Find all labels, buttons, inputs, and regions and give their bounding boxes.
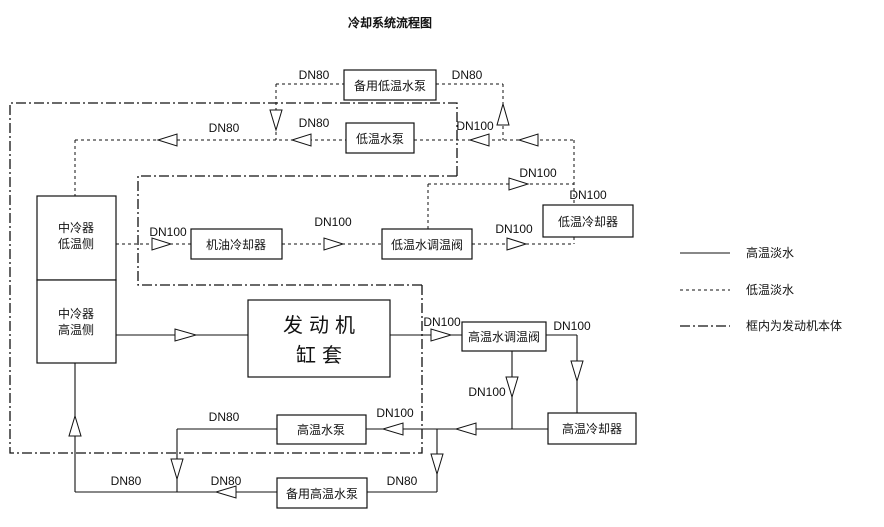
svg-text:中冷器: 中冷器 [58,306,94,321]
pipe-label-dn80: DN80 [211,474,242,488]
svg-text:高温水泵: 高温水泵 [297,422,345,437]
pipe-label-dn100: DN100 [314,215,352,229]
svg-text:缸套: 缸套 [296,343,348,367]
engine-boundary-inner [137,175,457,286]
flow-arrow [454,422,477,436]
intercooler-lt-side: 中冷器 低温侧 [36,195,117,281]
svg-text:发动机: 发动机 [283,313,361,337]
svg-text:低温冷却器: 低温冷却器 [558,215,618,229]
flow-arrow [290,133,312,147]
oil-cooler: 机油冷却器 [190,228,283,260]
pipe-label-dn100: DN100 [553,319,591,333]
svg-text:备用高温水泵: 备用高温水泵 [286,486,358,501]
pipe-label-dn80: DN80 [299,116,330,130]
legend: 高温淡水 低温淡水 框内为发动机本体 [680,245,842,333]
pipe-label-dn80: DN80 [209,410,240,424]
pipe-label-dn80: DN80 [452,68,483,82]
flow-arrow [508,177,530,191]
pipe-label-dn80: DN80 [299,68,330,82]
flow-arrow [170,458,184,481]
pipe-label-dn100: DN100 [376,406,414,420]
pipe-label-dn80: DN80 [209,121,240,135]
pipe-label-dn100: DN100 [423,315,461,329]
flow-arrow [430,453,444,476]
svg-text:高温水调温阀: 高温水调温阀 [468,329,540,344]
standby-ht-pump: 备用高温水泵 [276,477,368,509]
pipe-label-dn100: DN100 [569,188,607,202]
ht-thermostatic-valve: 高温水调温阀 [461,321,547,352]
flow-arrow [496,102,510,126]
flow-arrow [323,237,345,251]
pipe-label-dn100: DN100 [468,385,506,399]
intercooler-ht-side: 中冷器 高温侧 [36,279,117,364]
flow-arrow [517,133,539,147]
flow-arrow [214,485,237,499]
legend-solid-label: 高温淡水 [746,245,794,260]
pipe-label-dn100: DN100 [495,222,533,236]
pipe-label-dn80: DN80 [387,474,418,488]
ht-pump: 高温水泵 [276,414,367,445]
pipe-label-dn100: DN100 [519,166,557,180]
lt-pump: 低温水泵 [345,122,415,154]
legend-dashdot-label: 框内为发动机本体 [746,318,842,333]
lt-thermostatic-valve: 低温水调温阀 [381,228,473,260]
flow-arrow [570,360,584,383]
flow-arrow [151,237,173,251]
engine-boundary-outer [9,102,458,454]
svg-text:低温侧: 低温侧 [58,237,94,251]
pipe-label-dn100: DN100 [149,225,187,239]
flow-arrow [156,133,178,147]
ht-cooler: 高温冷却器 [547,412,637,445]
svg-text:低温水调温阀: 低温水调温阀 [391,238,463,252]
flow-arrow [505,376,519,399]
lt-cooler: 低温冷却器 [542,204,634,238]
svg-text:高温冷却器: 高温冷却器 [562,421,622,436]
svg-text:备用低温水泵: 备用低温水泵 [354,79,426,93]
svg-text:高温侧: 高温侧 [58,322,94,337]
flow-arrow [269,109,283,132]
legend-dashed-label: 低温淡水 [746,283,794,297]
standby-lt-pump: 备用低温水泵 [343,69,437,101]
flow-arrow [506,237,528,251]
svg-text:低温水泵: 低温水泵 [356,132,404,146]
pipe-label-dn80: DN80 [111,474,142,488]
svg-text:中冷器: 中冷器 [58,220,94,235]
flow-arrow [468,133,490,147]
flow-arrow [381,422,404,436]
flow-arrow [68,414,82,437]
flow-arrow [430,328,453,342]
diagram-title: 冷却系统流程图 [348,15,432,30]
engine-jacket: 发动机 缸套 [247,299,391,378]
svg-text:机油冷却器: 机油冷却器 [206,238,266,252]
flow-arrow [174,328,198,342]
pipe-label-dn100: DN100 [456,119,494,133]
